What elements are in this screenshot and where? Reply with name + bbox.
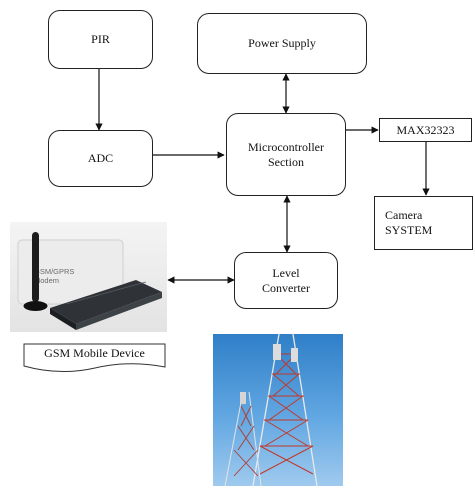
max32323-block: MAX32323 [379, 118, 472, 142]
tower-image [213, 334, 343, 486]
microcontroller-label: Microcontroller Section [248, 139, 324, 169]
modem-drawing: GSM/GPRS Modem [17, 232, 162, 330]
power-supply-block: Power Supply [197, 13, 367, 74]
adc-block: ADC [48, 130, 153, 187]
gsm-caption-label: GSM Mobile Device [44, 346, 145, 360]
camera-system-block: Camera SYSTEM [374, 196, 473, 250]
microcontroller-block: Microcontroller Section [226, 113, 346, 196]
gsm-caption: GSM Mobile Device [24, 346, 165, 361]
modem-printed-text-2: Modem [34, 276, 59, 285]
gsm-modem-image: GSM/GPRS Modem [10, 222, 167, 332]
camera-system-label: Camera SYSTEM [385, 208, 433, 237]
adc-label: ADC [87, 151, 114, 165]
modem-printed-text: GSM/GPRS [34, 267, 74, 276]
level-converter-label: Level Converter [262, 265, 310, 295]
max32323-label: MAX32323 [396, 122, 455, 137]
pir-label: PIR [91, 32, 110, 46]
pir-block: PIR [48, 10, 153, 69]
tower-drawing [224, 334, 318, 486]
antenna [32, 232, 39, 302]
gsm-caption-frame [23, 343, 166, 373]
level-converter-block: Level Converter [234, 252, 338, 309]
power-supply-label: Power Supply [248, 36, 316, 50]
modem-body [50, 280, 162, 324]
